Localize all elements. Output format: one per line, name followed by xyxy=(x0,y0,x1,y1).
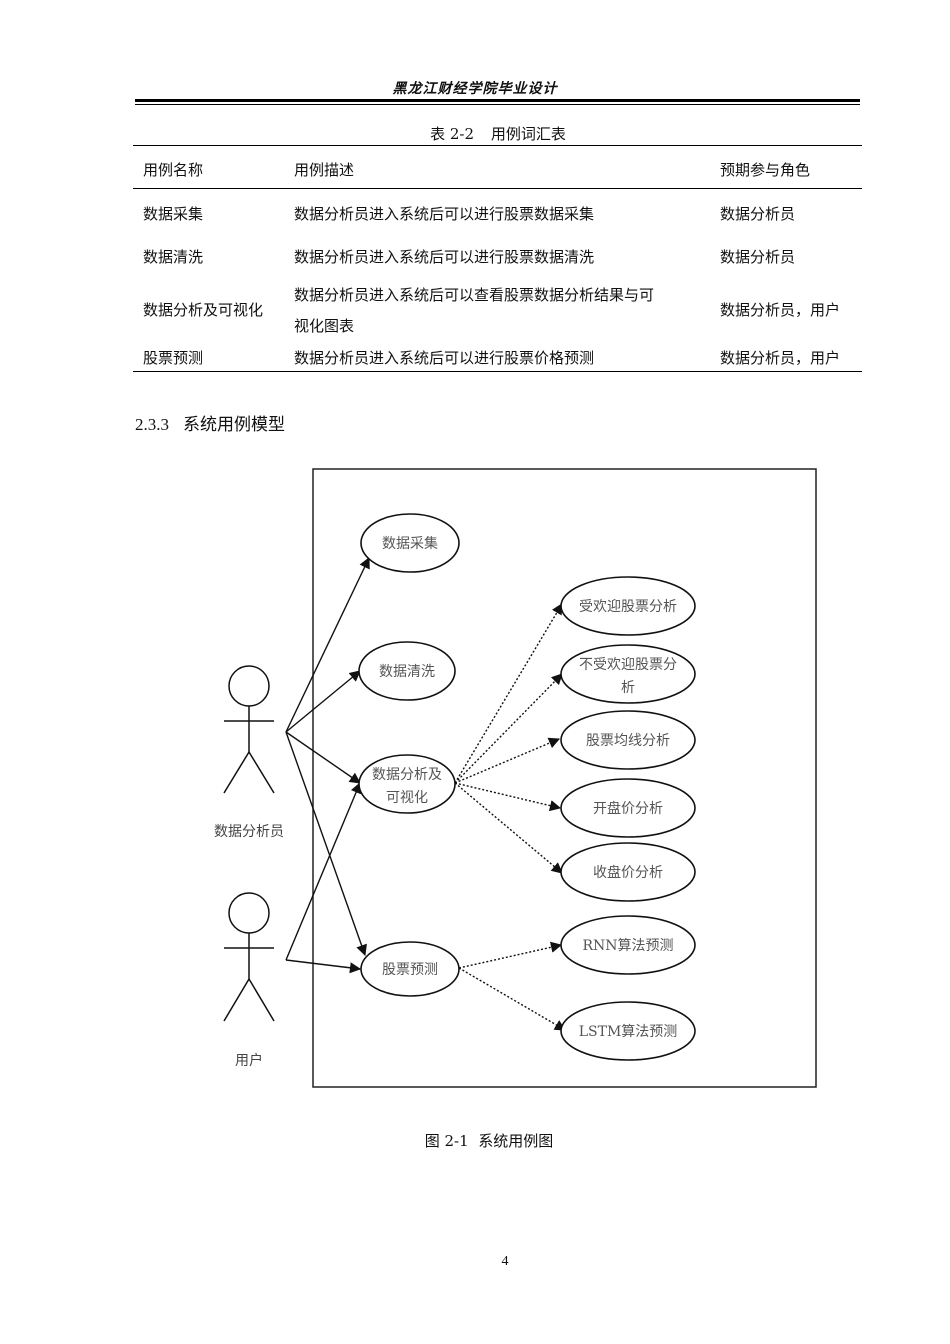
usecase-open xyxy=(560,778,696,838)
system-boundary xyxy=(312,468,817,1088)
header-rule-thin xyxy=(135,104,860,105)
table-bottom-rule xyxy=(133,371,862,372)
section-title: 系统用例模型 xyxy=(183,415,285,435)
usecase-analyze xyxy=(358,754,456,814)
row-1-actor: 数据分析员 xyxy=(720,205,796,223)
usecase-rnn-label: RNN算法预测 xyxy=(582,938,673,954)
assoc-analyst-collect xyxy=(285,556,370,733)
usecase-predict-label: 股票预测 xyxy=(382,962,438,978)
usecase-popular xyxy=(560,576,696,636)
actor-user-label: 用户 xyxy=(235,1052,263,1069)
usecase-collect-label: 数据采集 xyxy=(382,535,438,552)
ext-analyze-unpopular xyxy=(454,673,563,784)
usecase-open-label: 开盘价分析 xyxy=(593,800,663,817)
usecase-clean xyxy=(358,641,456,701)
row-4-desc: 数据分析员进入系统后可以进行股票价格预测 xyxy=(294,349,595,367)
ext-analyze-popular xyxy=(454,603,563,784)
ext-predict-rnn xyxy=(458,941,563,969)
figure-caption-label: 图 2-1 xyxy=(424,1132,469,1150)
actor-user-figure xyxy=(223,892,275,1022)
row-1-desc: 数据分析员进入系统后可以进行股票数据采集 xyxy=(294,205,595,223)
table-caption-title: 用例词汇表 xyxy=(490,125,566,143)
row-2-name: 数据清洗 xyxy=(143,248,204,266)
usecase-popular-label: 受欢迎股票分析 xyxy=(579,599,677,615)
usecase-close-label: 收盘价分析 xyxy=(593,864,663,881)
section-number: 2.3.3 xyxy=(135,415,169,434)
assoc-analyst-predict xyxy=(285,731,367,957)
section-heading: 2.3.3 系统用例模型 xyxy=(135,410,285,435)
row-2-actor: 数据分析员 xyxy=(720,248,796,266)
usecase-ma xyxy=(560,710,696,770)
usecase-rnn xyxy=(560,915,696,975)
usecase-unpopular-label-line-1: 不受欢迎股票分 xyxy=(579,657,677,673)
row-3-desc-line-1: 数据分析员进入系统后可以查看股票数据分析结果与可 xyxy=(294,286,655,304)
table-top-rule xyxy=(133,145,862,146)
figure-caption: 图 2-1 系统用例图 xyxy=(0,1130,950,1151)
ext-analyze-ma xyxy=(454,737,561,784)
assoc-user-analyze xyxy=(285,781,362,961)
row-1-name: 数据采集 xyxy=(143,205,204,223)
table-caption: 表 2-2 用例词汇表 xyxy=(0,123,950,144)
ext-analyze-open xyxy=(454,782,562,812)
row-4-name: 股票预测 xyxy=(143,349,204,367)
column-header-actor: 预期参与角色 xyxy=(720,161,811,179)
table-caption-label: 表 2-2 xyxy=(430,125,475,143)
usecase-collect xyxy=(360,513,460,573)
usecase-lstm-label: LSTM算法预测 xyxy=(579,1024,678,1040)
usecase-lstm xyxy=(560,1001,696,1061)
page-number: 4 xyxy=(501,1254,509,1269)
actor-analyst-figure xyxy=(223,665,275,794)
row-3-desc-line-2: 视化图表 xyxy=(294,317,355,335)
row-2-desc: 数据分析员进入系统后可以进行股票数据清洗 xyxy=(294,248,595,266)
column-header-desc: 用例描述 xyxy=(294,161,355,179)
ext-predict-lstm xyxy=(458,967,566,1031)
row-3-name: 数据分析及可视化 xyxy=(143,301,264,319)
usecase-analyze-label-line-2: 可视化 xyxy=(386,790,428,806)
usecase-unpopular xyxy=(560,644,696,704)
actor-analyst-label: 数据分析员 xyxy=(214,824,284,840)
usecase-close xyxy=(560,842,696,902)
usecase-unpopular-label-line-2: 析 xyxy=(621,680,635,696)
usecase-predict xyxy=(360,941,460,997)
usecase-clean-label: 数据清洗 xyxy=(379,664,435,680)
usecase-ma-label: 股票均线分析 xyxy=(586,733,670,749)
assoc-analyst-clean xyxy=(285,670,361,733)
assoc-analyst-analyze xyxy=(285,731,361,784)
column-header-name: 用例名称 xyxy=(143,161,204,179)
ext-analyze-close xyxy=(454,782,563,874)
row-3-actor: 数据分析员，用户 xyxy=(720,301,841,319)
running-header: 黑龙江财经学院毕业设计 xyxy=(392,81,558,97)
assoc-user-predict xyxy=(285,959,362,974)
figure-caption-title: 系统用例图 xyxy=(478,1132,554,1150)
header-rule-thick xyxy=(135,99,860,102)
table-header-rule xyxy=(133,188,862,189)
row-4-actor: 数据分析员，用户 xyxy=(720,349,841,367)
usecase-analyze-label-line-1: 数据分析及 xyxy=(372,767,442,783)
